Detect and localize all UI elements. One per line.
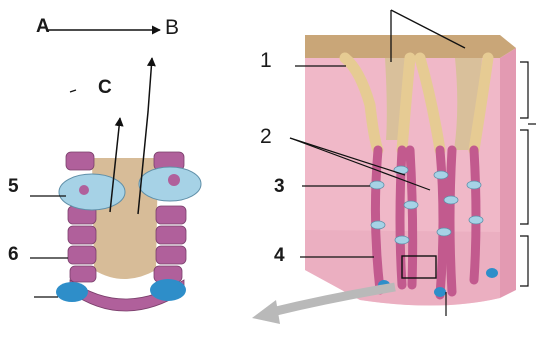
label-a: A bbox=[36, 17, 50, 36]
label-2: 2 bbox=[260, 126, 272, 147]
chief-cell-left bbox=[56, 282, 88, 302]
parietal-nucleus-right bbox=[168, 174, 180, 186]
gland-wall-5 bbox=[450, 150, 452, 292]
chief-cell-right bbox=[150, 279, 186, 301]
gland-enlargement bbox=[56, 152, 201, 311]
parietal-cell-left bbox=[59, 174, 125, 210]
bracket-middle bbox=[520, 130, 528, 224]
zoom-arrow-head bbox=[252, 300, 280, 324]
gland-left-wall bbox=[66, 152, 96, 282]
gland-wall-3 bbox=[410, 150, 413, 285]
label-c: C bbox=[98, 78, 112, 97]
label-b: B bbox=[165, 17, 179, 38]
label-3: 3 bbox=[274, 177, 285, 196]
label-5: 5 bbox=[8, 177, 19, 196]
tissue-side-face bbox=[500, 48, 516, 298]
label-4: 4 bbox=[274, 246, 285, 265]
bracket-top bbox=[520, 62, 528, 118]
gland-wall-6 bbox=[474, 150, 476, 280]
bracket-bottom bbox=[520, 236, 528, 286]
leader-c-tick bbox=[70, 90, 76, 92]
tissue-block bbox=[305, 10, 536, 316]
label-6: 6 bbox=[8, 245, 19, 264]
parietal-nucleus-left bbox=[79, 185, 89, 195]
label-1: 1 bbox=[260, 50, 272, 71]
